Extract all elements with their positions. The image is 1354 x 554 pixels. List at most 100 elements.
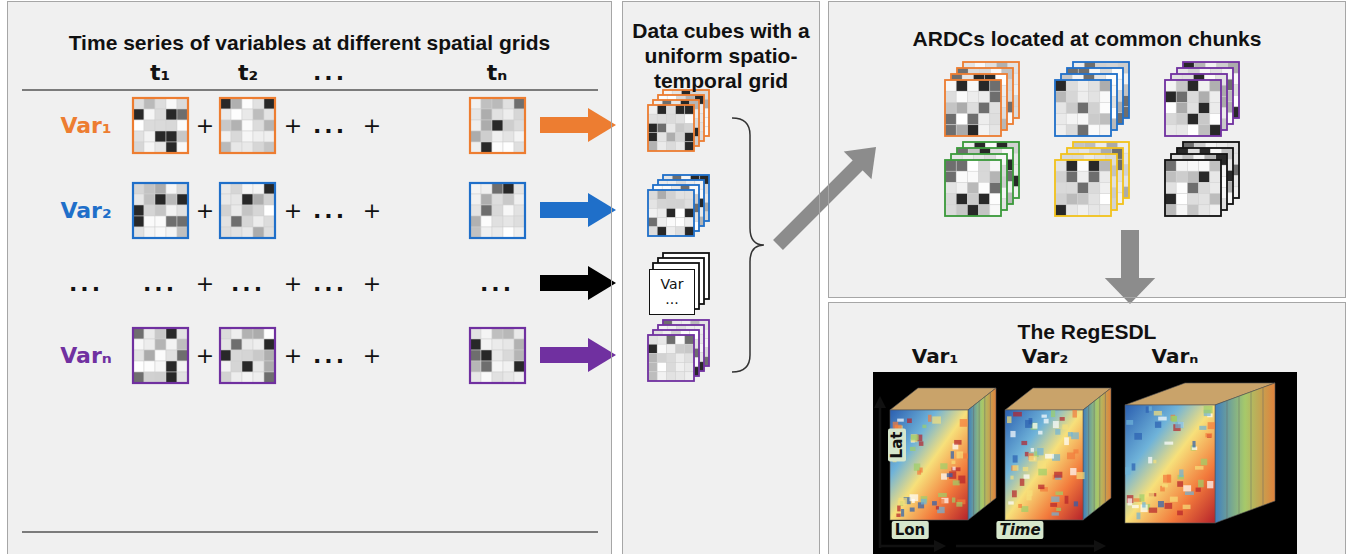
operator-symbol: + <box>196 113 214 138</box>
label-wrap: + <box>284 271 302 296</box>
panel-ground <box>828 302 1346 554</box>
grid-map <box>470 328 525 383</box>
label-wrap: + <box>196 343 214 368</box>
axis-label: Time <box>996 521 1043 539</box>
label-wrap: ... <box>313 60 347 85</box>
grid-map <box>963 142 1019 198</box>
grid-map <box>951 154 1007 210</box>
grid-map <box>648 190 694 236</box>
grid-map <box>220 328 275 383</box>
grid-map <box>658 325 704 371</box>
label-wrap: t₂ <box>238 60 258 85</box>
operator-symbol: ... <box>231 271 265 296</box>
flow-arrow <box>1105 230 1155 304</box>
grid-map <box>1171 74 1227 130</box>
grid-map <box>663 175 709 221</box>
label-wrap: ... <box>313 198 347 223</box>
flow-arrow <box>778 147 876 245</box>
grid-map <box>658 95 704 141</box>
operator-symbol: ... <box>313 113 347 138</box>
operator-symbol: + <box>363 113 381 138</box>
grid-map <box>945 160 1001 216</box>
operator-symbol: + <box>363 343 381 368</box>
label-wrap: tₙ <box>487 60 508 85</box>
operator-symbol: ... <box>313 271 347 296</box>
axis-label: Lon <box>892 521 929 539</box>
grid-map <box>220 98 275 153</box>
operator-symbol: + <box>284 271 302 296</box>
grid-map <box>133 98 188 153</box>
label-wrap: + <box>363 343 381 368</box>
grid-map <box>1165 80 1221 136</box>
panel-title: Data cubes with a uniform spatio-tempora… <box>623 18 819 94</box>
label-wrap: ... <box>313 113 347 138</box>
row-arrow <box>540 108 616 142</box>
data-cube: Var ... <box>649 269 695 315</box>
grid-map <box>653 185 699 231</box>
row-arrow <box>540 338 616 372</box>
time-label: t₁ <box>150 60 170 85</box>
operator-symbol: + <box>284 343 302 368</box>
axis-label: Lat <box>888 429 906 462</box>
label-wrap: ... <box>231 271 265 296</box>
panel: The RegESDL <box>828 302 1346 554</box>
label-wrap: Lat <box>888 429 906 462</box>
label-wrap: + <box>284 113 302 138</box>
operator-symbol: + <box>196 271 214 296</box>
label-wrap: Var₁ <box>60 113 111 138</box>
regesdl-image <box>873 372 1297 554</box>
label-wrap: ... <box>480 271 514 296</box>
grid-map <box>1183 142 1239 198</box>
grid-map <box>220 183 275 238</box>
label-wrap: + <box>363 198 381 223</box>
operator-symbol: ... <box>480 271 514 296</box>
label-wrap: Varₙ <box>60 343 112 368</box>
grid-map <box>653 100 699 146</box>
row-arrow <box>540 193 616 227</box>
grid-map <box>945 80 1001 136</box>
operator-symbol: ... <box>69 271 103 296</box>
time-label: t₂ <box>238 60 258 85</box>
grid-map <box>133 183 188 238</box>
brace <box>732 118 764 372</box>
label-wrap: Var₂ <box>1022 344 1069 368</box>
variable-label: Var₂ <box>60 198 111 223</box>
operator-symbol: + <box>284 198 302 223</box>
panel-ground <box>622 1 820 554</box>
grid-map <box>653 330 699 376</box>
grid-map <box>133 328 188 383</box>
time-label: tₙ <box>487 60 508 85</box>
grid-map <box>648 105 694 151</box>
operator-symbol: ... <box>313 60 347 85</box>
label-wrap: Var₁ <box>912 344 959 368</box>
operator-symbol: + <box>363 271 381 296</box>
label-wrap: + <box>196 271 214 296</box>
grid-map <box>1067 148 1123 204</box>
grid-map <box>1165 160 1221 216</box>
grid-map <box>957 148 1013 204</box>
grid-map <box>1055 80 1111 136</box>
operator-symbol: + <box>196 343 214 368</box>
label-wrap: + <box>284 198 302 223</box>
panel-title: The RegESDL <box>829 319 1345 344</box>
grid-map <box>658 180 704 226</box>
grid-map <box>1073 62 1129 118</box>
grid-map <box>1067 68 1123 124</box>
variable-label: Varₙ <box>1152 344 1199 368</box>
cube-label: Var ... <box>654 277 690 308</box>
grid-map <box>663 320 709 366</box>
label-wrap: Time <box>996 521 1043 539</box>
panel: ARDCs located at common chunks <box>828 1 1346 298</box>
label-wrap: ... <box>69 271 103 296</box>
separator-line <box>22 531 598 533</box>
variable-label: Varₙ <box>60 343 112 368</box>
label-wrap: + <box>196 198 214 223</box>
grid-map <box>663 90 709 136</box>
panel-title: ARDCs located at common chunks <box>829 26 1345 51</box>
grid-map <box>963 62 1019 118</box>
label-wrap: + <box>363 113 381 138</box>
row-arrow <box>540 266 616 300</box>
label-wrap: + <box>284 343 302 368</box>
label-wrap: Varₙ <box>1152 344 1199 368</box>
grid-map <box>1177 68 1233 124</box>
